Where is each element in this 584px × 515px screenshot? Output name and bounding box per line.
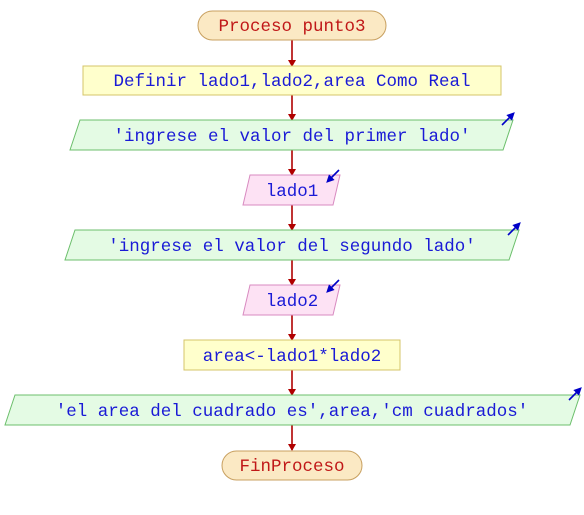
start-node-label: Proceso punto3 bbox=[218, 17, 365, 37]
write-node-2-shape bbox=[64, 229, 520, 261]
assign-node-label: area<-lado1*lado2 bbox=[203, 347, 382, 367]
end-node[interactable]: FinProceso bbox=[221, 450, 363, 481]
define-node-shape bbox=[82, 65, 502, 96]
read-node-1-shape bbox=[242, 174, 341, 206]
end-node-label: FinProceso bbox=[239, 457, 344, 477]
output-marker-icon bbox=[568, 387, 582, 401]
read-node-1[interactable]: lado1 bbox=[242, 169, 341, 206]
assign-node-shape bbox=[183, 339, 401, 371]
write-node-2-label: 'ingrese el valor del segundo lado' bbox=[108, 237, 476, 257]
start-node[interactable]: Proceso punto3 bbox=[197, 10, 387, 41]
define-node-label: Definir lado1,lado2,area Como Real bbox=[113, 72, 470, 92]
end-node-shape bbox=[221, 450, 363, 481]
write-node-1-shape bbox=[69, 119, 514, 151]
write-node-1[interactable]: 'ingrese el valor del primer lado' bbox=[69, 112, 515, 151]
read-node-2-label: lado2 bbox=[266, 292, 319, 312]
write-node-3-label: 'el area del cuadrado es',area,'cm cuadr… bbox=[56, 402, 529, 422]
write-node-3[interactable]: 'el area del cuadrado es',area,'cm cuadr… bbox=[4, 387, 582, 426]
assign-node[interactable]: area<-lado1*lado2 bbox=[183, 339, 401, 371]
start-node-shape bbox=[197, 10, 387, 41]
read-node-2-shape bbox=[242, 284, 341, 316]
write-node-3-shape bbox=[4, 394, 581, 426]
write-node-2[interactable]: 'ingrese el valor del segundo lado' bbox=[64, 222, 521, 261]
output-marker-icon bbox=[507, 222, 521, 236]
input-marker-icon bbox=[326, 279, 340, 293]
output-marker-icon bbox=[501, 112, 515, 126]
write-node-1-label: 'ingrese el valor del primer lado' bbox=[113, 127, 470, 147]
input-marker-icon bbox=[326, 169, 340, 183]
read-node-1-label: lado1 bbox=[266, 182, 319, 202]
define-node[interactable]: Definir lado1,lado2,area Como Real bbox=[82, 65, 502, 96]
read-node-2[interactable]: lado2 bbox=[242, 279, 341, 316]
